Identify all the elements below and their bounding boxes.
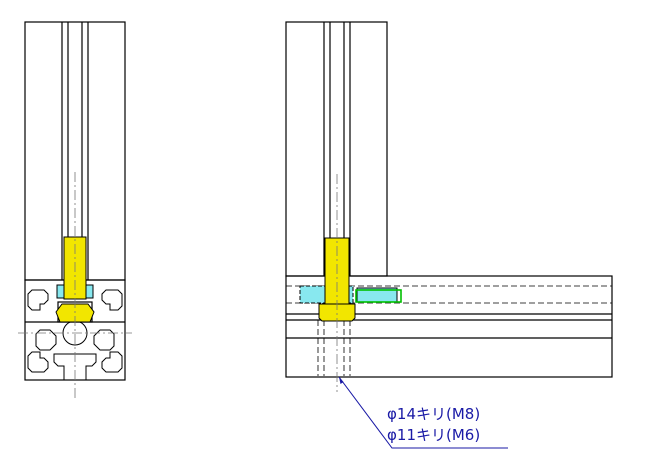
bracket-right [355,289,402,303]
annotation-line-1: φ14キリ(M8) [387,405,480,423]
left-view [24,21,126,381]
cavity-bottom-right [101,351,123,373]
cavity-mid-right [93,329,115,351]
right-view-parts [299,174,402,392]
annotation-line-2: φ11キリ(M6) [387,426,480,444]
annotation: φ14キリ(M8) φ11キリ(M6) [338,376,508,449]
cavity-top-right [101,289,123,311]
leader-line [338,376,508,449]
horizontal-member [285,275,613,378]
cavity-mid-left [35,329,57,351]
right-view [285,21,613,378]
cavity-top-left [27,289,49,311]
profile-cavities [27,289,123,380]
bolt-head-right [318,303,356,322]
left-view-parts [18,172,132,398]
leader-arrow [339,377,344,384]
cavity-bottom-left [27,351,49,373]
